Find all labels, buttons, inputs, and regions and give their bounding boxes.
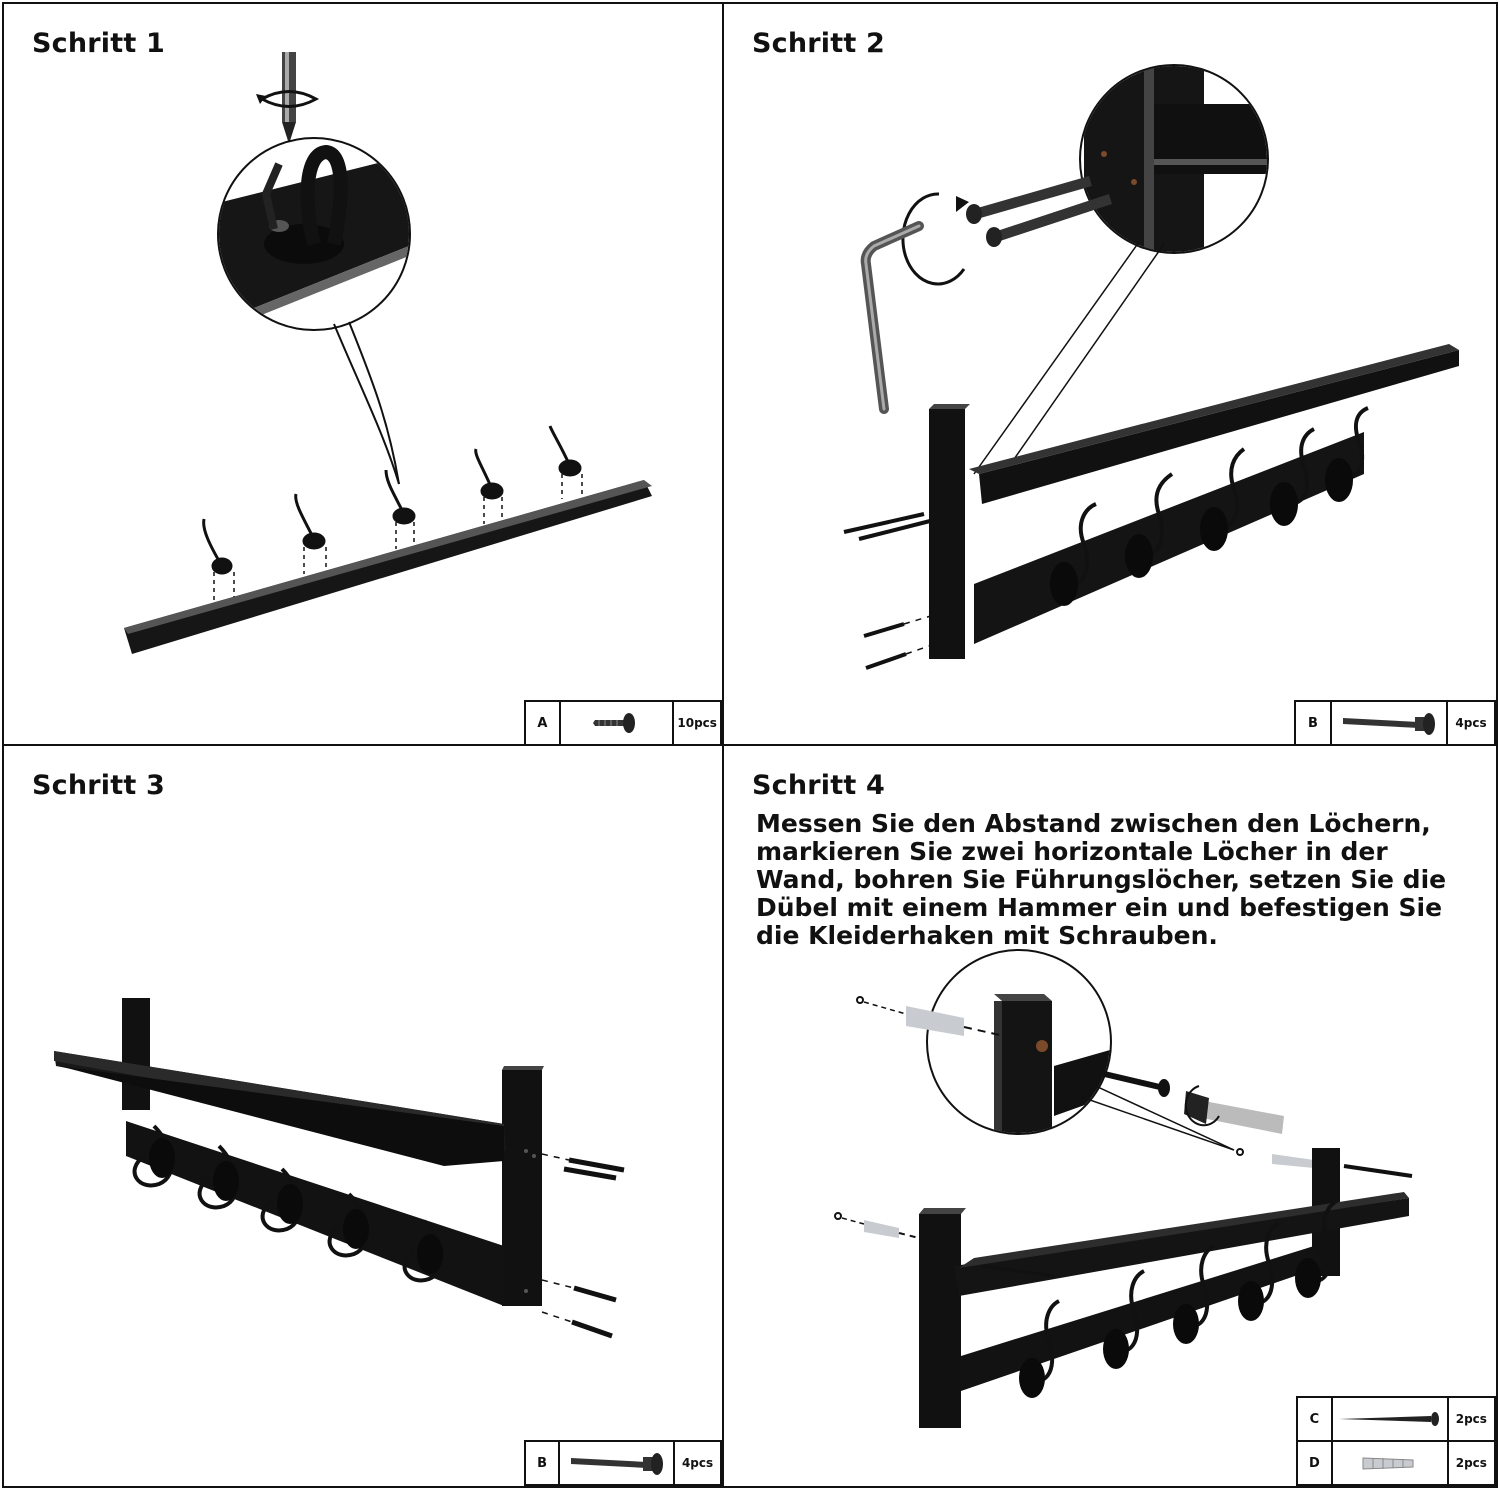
step-3-illustration: [54, 998, 625, 1339]
wall-anchor-icon: [834, 996, 1413, 1239]
step-4-panel: Schritt 4 Messen Sie den Abstand zwische…: [722, 744, 1498, 1488]
part-image: [558, 1440, 676, 1486]
part-quantity: 4pcs: [1446, 700, 1496, 744]
hooks: [202, 425, 583, 602]
step-2-illustration: [843, 64, 1459, 670]
magnify-detail-icon: [217, 137, 411, 485]
step-2-panel: Schritt 2: [722, 2, 1498, 746]
bolt-icon: [1343, 713, 1435, 735]
parts-row: B 4pcs: [1294, 700, 1496, 744]
step-2-title: Schritt 2: [752, 28, 886, 59]
part-quantity: 2pcs: [1446, 1396, 1496, 1442]
part-quantity: 10pcs: [672, 700, 722, 744]
small-screw-icon: [592, 713, 635, 733]
step-3-panel: Schritt 3: [2, 744, 724, 1488]
wall-anchor-icon: [1362, 1457, 1414, 1470]
part-image: [1330, 1396, 1449, 1442]
step-4-parts-table: C 2pcs D 2pcs: [1296, 1396, 1496, 1486]
parts-row: C 2pcs: [1296, 1396, 1496, 1442]
step-4-illustration: [834, 949, 1413, 1428]
step-3-title: Schritt 3: [32, 770, 166, 801]
part-letter: A: [524, 700, 561, 744]
parts-row: B 4pcs: [523, 1440, 722, 1486]
step-2-parts-table: B 4pcs: [1294, 700, 1496, 744]
step-4-title: Schritt 4: [752, 770, 886, 801]
hex-key-icon: [860, 192, 969, 414]
step-1-title: Schritt 1: [32, 28, 166, 59]
step-3-parts-table: B 4pcs: [523, 1440, 722, 1486]
part-image: [1330, 700, 1448, 744]
part-quantity: 4pcs: [673, 1440, 722, 1486]
step-4-instructions: Messen Sie den Abstand zwischen den Löch…: [756, 809, 1447, 950]
magnify-detail-icon: [926, 949, 1235, 1151]
part-image: [558, 700, 675, 744]
loose-bolts: [541, 1153, 625, 1339]
loose-bolts: [843, 512, 947, 670]
coat-rack-assembly: [929, 344, 1459, 659]
part-letter: C: [1296, 1396, 1333, 1442]
part-letter: B: [1294, 700, 1332, 744]
hook-rail: [124, 480, 652, 654]
part-letter: D: [1296, 1440, 1333, 1486]
long-screw-icon: [1338, 1412, 1439, 1426]
parts-row: D 2pcs: [1296, 1440, 1496, 1486]
parts-row: A 10pcs: [524, 700, 722, 744]
part-quantity: 2pcs: [1446, 1440, 1496, 1486]
part-image: [1330, 1440, 1449, 1486]
part-letter: B: [523, 1440, 561, 1486]
bolt-icon: [570, 1453, 663, 1475]
step-1-illustration: [124, 52, 652, 654]
bolt-detail: [966, 176, 1112, 247]
step-1-parts-table: A 10pcs: [524, 700, 722, 744]
magnify-detail-icon: [973, 64, 1269, 475]
coat-rack-assembly: [54, 998, 544, 1306]
screwdriver-icon: [256, 52, 320, 144]
step-1-panel: Schritt 1: [2, 2, 724, 746]
coat-rack-assembly: [919, 1148, 1409, 1428]
drill-bit-icon: [1184, 1085, 1284, 1134]
